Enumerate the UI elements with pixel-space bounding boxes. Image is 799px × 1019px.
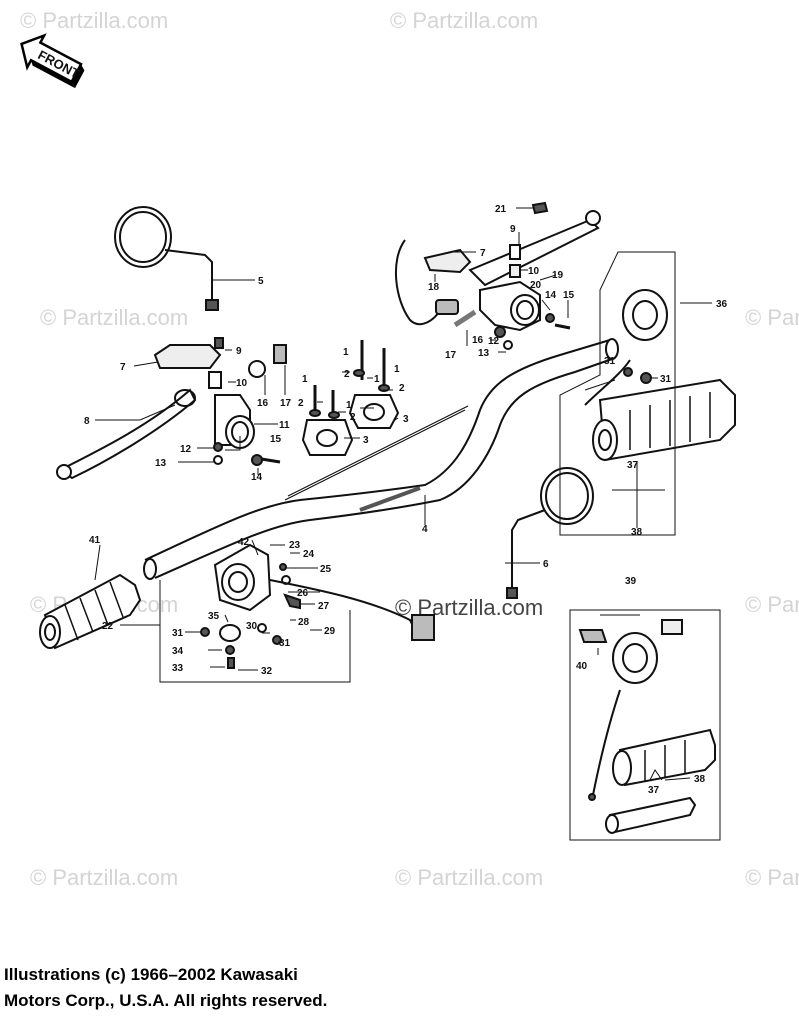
callout-15: 15 [270,434,282,445]
callout-31: 31 [172,628,184,639]
callout-1: 1 [374,374,380,385]
callout-9: 9 [510,224,516,235]
callout-38: 38 [694,774,706,785]
copyright-line-1: Illustrations (c) 1966–2002 Kawasaki [4,965,298,984]
callout-12: 12 [488,336,500,347]
copyright-line-2: Motors Corp., U.S.A. All rights reserved… [4,991,328,1010]
callout-16: 16 [257,398,269,409]
right-mirror [506,467,594,599]
watermark: © Partzilla.com [745,305,799,330]
brake-lever-assembly [394,201,601,350]
clutch-lever-assembly [56,337,287,480]
alt-throttle-assembly [578,619,716,834]
callout-13: 13 [478,348,490,359]
callout-1: 1 [302,374,308,385]
callout-16: 16 [472,335,484,346]
left-grip [39,573,142,650]
callout-28: 28 [298,617,310,628]
callout-38: 38 [631,527,643,538]
callout-34: 34 [172,646,184,657]
callout-10: 10 [528,266,540,277]
callout-8: 8 [84,416,90,427]
handlebar [143,338,619,580]
callout-14: 14 [545,290,557,301]
callout-25: 25 [320,564,332,575]
callout-5: 5 [258,276,264,287]
callout-31: 31 [660,374,672,385]
callout-40: 40 [576,661,588,672]
front-arrow-icon: FRONT [20,33,85,89]
callout-19: 19 [552,270,564,281]
callout-41: 41 [89,535,101,546]
callout-labels: 1 1 1 1 1 2 2 2 2 3 3 4 5 6 7 7 8 9 9 10… [84,204,728,796]
callout-30: 30 [246,621,258,632]
watermark: © Partzilla.com [395,865,543,890]
watermark: © Partzilla.com [40,305,188,330]
callout-4: 4 [422,524,428,535]
callout-11: 11 [279,420,290,431]
callout-24: 24 [303,549,315,560]
callout-3: 3 [403,414,409,425]
callout-26: 26 [297,588,309,599]
left-mirror [114,206,219,311]
callout-35: 35 [208,611,220,622]
callout-7: 7 [480,248,486,259]
callout-2: 2 [399,383,405,394]
callout-1: 1 [346,400,352,411]
callout-15: 15 [563,290,575,301]
group-brackets [120,251,721,841]
callout-6: 6 [543,559,549,570]
copyright-notice: Illustrations (c) 1966–2002 Kawasaki Mot… [4,962,564,1014]
watermark: © Partzilla.com [745,592,799,617]
callout-10: 10 [236,378,248,389]
callout-2: 2 [298,398,304,409]
callout-17: 17 [280,398,292,409]
callout-29: 29 [324,626,336,637]
watermark: © Partzilla.com [30,865,178,890]
callout-36: 36 [716,299,728,310]
callout-14: 14 [251,472,263,483]
callout-1: 1 [394,364,400,375]
callout-33: 33 [172,663,184,674]
callout-31: 31 [604,356,616,367]
callout-21: 21 [495,204,507,215]
callout-20: 20 [530,280,542,291]
callout-3: 3 [363,435,369,446]
callout-27: 27 [318,601,330,612]
handlebar-holders [301,340,400,456]
callout-42: 42 [238,537,250,548]
callout-1: 1 [343,347,349,358]
throttle-assembly [584,289,736,462]
callout-2: 2 [344,369,350,380]
callout-18: 18 [428,282,440,293]
watermark: © Partzilla.com [20,8,168,33]
callout-17: 17 [445,350,457,361]
watermark: © Partzilla.com [745,865,799,890]
callout-12: 12 [180,444,192,455]
callout-23: 23 [289,540,301,551]
callout-2: 2 [350,412,356,423]
callout-9: 9 [236,346,242,357]
callout-37: 37 [648,785,660,796]
callout-32: 32 [261,666,273,677]
leader-lines [94,207,712,781]
callout-31: 31 [279,638,291,649]
callout-13: 13 [155,458,167,469]
callout-22: 22 [102,621,114,632]
callout-7: 7 [120,362,126,373]
left-switch-housing [200,543,435,669]
callout-39: 39 [625,576,637,587]
callout-37: 37 [627,460,639,471]
watermark: © Partzilla.com [390,8,538,33]
